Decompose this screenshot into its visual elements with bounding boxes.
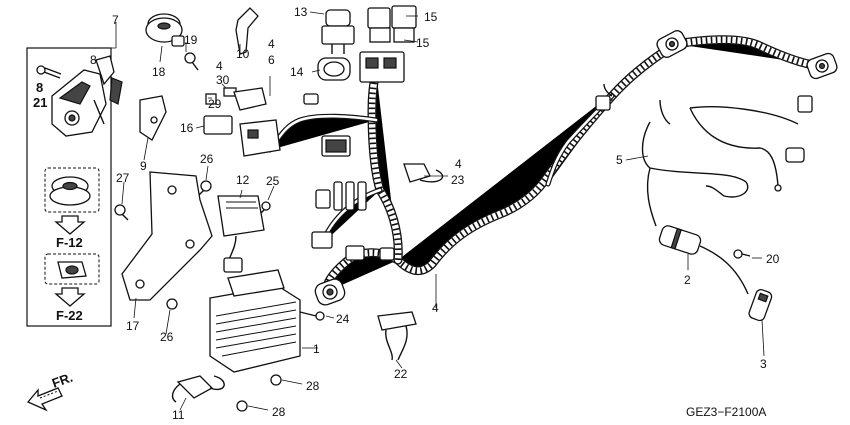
leader-lines [121,11,765,411]
callout-27: 27 [116,171,130,185]
callout-20: 20 [766,252,780,266]
callout-11: 11 [172,408,185,422]
callout-2: 2 [684,273,691,287]
callout-4-harness: 4 [432,301,439,315]
callout-numbers: 1 2 3 4 4 4 4 5 6 7 8 8 9 10 11 12 13 14… [33,5,780,422]
callout-17: 17 [126,319,140,333]
callout-18: 18 [152,65,166,79]
callout-8: 8 [36,80,43,95]
front-label: FR. [50,370,75,391]
callout-22: 22 [394,367,408,381]
callout-24: 24 [336,312,350,326]
screw-part [36,65,62,79]
callout-3: 3 [760,357,767,371]
callout-25: 25 [266,174,280,188]
callout-6: 6 [268,53,275,67]
callout-16: 16 [180,121,194,135]
callout-8-top: 8 [90,53,97,67]
diagram-code: GEZ3−F2100A [686,405,766,419]
callout-9: 9 [140,159,147,173]
callout-7: 7 [112,13,119,27]
callout-10: 10 [236,47,250,61]
callout-1: 1 [313,342,320,356]
callout-21: 21 [33,95,47,110]
callout-14: 14 [290,65,304,79]
relays [317,5,417,83]
callout-4-small: 4 [216,59,223,73]
callout-5: 5 [616,153,623,167]
callout-29: 29 [208,97,222,111]
callout-4-clamp: 4 [268,37,275,51]
callout-28-top: 28 [306,379,320,393]
callout-26-bottom: 26 [160,330,174,344]
callout-13: 13 [294,5,308,19]
bottom-parts [171,225,773,412]
inset-ref-top: F-12 [56,235,83,250]
main-switch-part [51,55,123,137]
connectors [303,30,838,306]
callout-12: 12 [236,173,250,187]
callout-4-sensor: 4 [455,157,462,171]
callout-26-top: 26 [200,152,214,166]
inset-panel [26,22,123,327]
callout-15-bottom: 15 [416,36,430,50]
control-unit [209,269,325,373]
inset-ref-bottom: F-22 [56,308,83,323]
callout-30: 30 [216,73,230,87]
callout-28-bottom: 28 [272,405,286,419]
small-parts [114,7,281,310]
switch-cover-part [49,176,91,206]
key-cap-part [57,261,87,279]
callout-19: 19 [184,33,198,47]
callout-23: 23 [451,173,465,187]
callout-15-top: 15 [424,10,438,24]
front-arrow-icon [26,387,63,412]
